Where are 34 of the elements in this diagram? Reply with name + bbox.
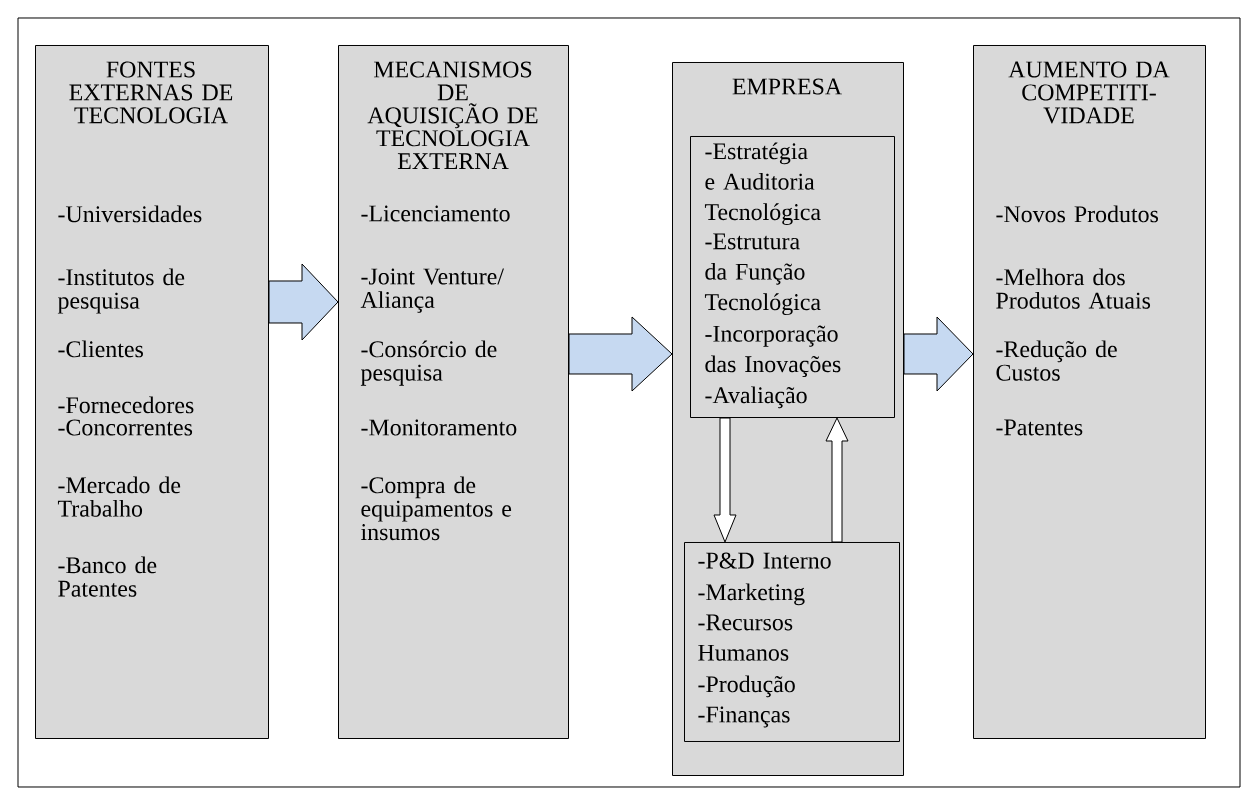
list-item: -Banco de Patentes — [58, 556, 157, 597]
block-arrow — [903, 316, 974, 392]
block-arrow — [268, 263, 339, 341]
list-item: -Melhora dos Produtos Atuais — [996, 268, 1151, 309]
list-item: -Patentes — [996, 419, 1083, 436]
box-heading: AUMENTO DA COMPETITI- VIDADE — [1008, 61, 1170, 124]
list-item: -Compra de equipamentos e insumos — [361, 476, 512, 541]
hollow-arrow — [713, 417, 737, 543]
box-heading: FONTES EXTERNAS DE TECNOLOGIA — [69, 61, 233, 124]
box-heading: EMPRESA — [732, 78, 842, 95]
list-item: -Avaliação — [705, 386, 807, 409]
list-item: -Incorporação das Inovações — [705, 325, 841, 378]
list-item: -Universidades — [58, 205, 202, 223]
list-item: -Redução de Custos — [996, 340, 1117, 381]
list-item: -Concorrentes — [58, 419, 193, 436]
list-item: -Estrutura da Função Tecnológica — [704, 233, 821, 316]
list-item: -Licenciamento — [361, 205, 510, 222]
list-item: -Joint Venture/ Aliança — [360, 268, 504, 313]
list-item: -Finanças — [698, 706, 790, 728]
list-item: -Recursos Humanos — [698, 614, 793, 661]
list-item: -Marketing — [698, 583, 805, 606]
list-item: -Fornecedores — [58, 396, 194, 414]
list-item: -Estratégia e Auditoria Tecnológica — [704, 142, 821, 226]
list-item: -Consórcio de pesquisa — [360, 340, 497, 386]
list-item: -Produção — [698, 675, 795, 698]
list-item: -P&D Interno — [698, 552, 831, 569]
box-heading: MECANISMOS DE AQUISIÇÃO DE TECNOLOGIA EXTERNA — [367, 61, 538, 169]
block-arrow — [568, 316, 673, 392]
list-item: -Monitoramento — [361, 419, 517, 436]
hollow-arrow — [825, 417, 849, 543]
list-item: -Novos Produtos — [996, 205, 1158, 223]
list-item: -Mercado de Trabalho — [57, 476, 181, 517]
list-item: -Institutos de pesquisa — [57, 268, 185, 314]
list-item: -Clientes — [58, 340, 143, 358]
